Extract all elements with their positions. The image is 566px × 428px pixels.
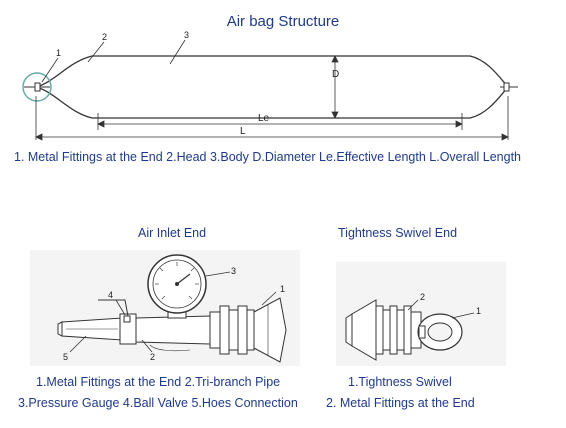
inlet-metal-fitting — [209, 297, 287, 363]
callout-2-top: 2 — [102, 32, 107, 42]
inlet-callout-1: 1 — [280, 284, 285, 294]
inlet-end-panel: 3 1 2 4 5 — [30, 250, 300, 366]
tightness-swivel — [417, 313, 463, 351]
swivel-callouts — [407, 299, 475, 319]
swivel-end-panel: 2 1 — [336, 262, 506, 366]
inlet-legend-line2: 3.Pressure Gauge 4.Ball Valve 5.Hoes Con… — [18, 396, 298, 410]
swivel-end-heading: Tightness Swivel End — [338, 226, 458, 240]
diameter-dimension — [331, 55, 339, 119]
effective-length-label: Le — [258, 113, 270, 124]
top-legend: 1. Metal Fittings at the End 2.Head 3.Bo… — [14, 150, 522, 164]
pressure-gauge — [147, 254, 207, 314]
overall-length-label: L — [240, 126, 246, 137]
hose-connection — [57, 317, 123, 341]
inlet-callout-5: 5 — [63, 352, 68, 362]
inlet-legend-line1: 1.Metal Fittings at the End 2.Tri-branch… — [36, 375, 281, 389]
callout-3-top: 3 — [184, 30, 189, 40]
overall-length-dimension — [35, 96, 509, 141]
page-title: Air bag Structure — [226, 13, 340, 30]
diameter-label: D — [332, 69, 339, 80]
effective-length-dimension — [97, 113, 463, 130]
swivel-legend-line2: 2. Metal Fittings at the End — [326, 396, 475, 410]
inlet-end-heading: Air Inlet End — [138, 226, 207, 240]
ball-valve — [98, 299, 137, 345]
swivel-callout-1: 1 — [476, 306, 481, 316]
end-fitting-left — [22, 72, 52, 102]
callout-1-top: 1 — [56, 48, 61, 58]
swivel-legend-line1: 1.Tightness Swivel — [348, 375, 452, 389]
inlet-callout-4: 4 — [108, 290, 113, 300]
inlet-callout-2: 2 — [150, 352, 155, 362]
swivel-metal-fitting — [345, 299, 422, 361]
top-callouts — [41, 39, 186, 83]
end-fitting-right — [500, 82, 518, 92]
inlet-callouts — [69, 271, 277, 353]
swivel-callout-2: 2 — [420, 292, 425, 302]
airbag-outline — [33, 55, 509, 119]
inlet-callout-3: 3 — [231, 266, 236, 276]
